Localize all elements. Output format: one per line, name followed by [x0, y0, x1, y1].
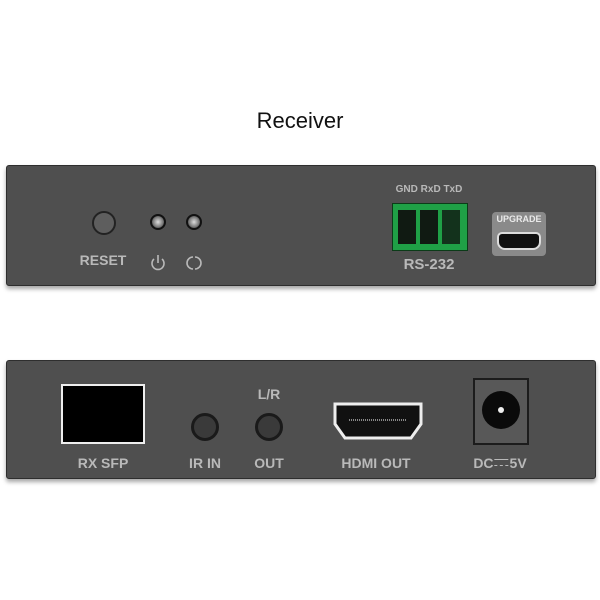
reset-button[interactable] — [92, 211, 116, 235]
dc-label: DC 5V — [473, 455, 526, 471]
lr-label: L/R — [257, 386, 281, 402]
dc-jack-pin — [498, 407, 504, 413]
power-icon — [151, 255, 165, 271]
dc-jack-hole — [482, 391, 520, 429]
upgrade-port-frame: UPGRADE — [492, 212, 546, 256]
micro-usb-port[interactable] — [497, 232, 541, 250]
terminal-slot — [398, 210, 416, 244]
dc-voltage: 5V — [509, 455, 527, 471]
reset-label: RESET — [79, 252, 127, 268]
ir-in-label: IR IN — [189, 455, 221, 471]
terminal-slot — [420, 210, 438, 244]
receiver-front-panel: RESET GND RxD TxD RS-232 UPGRADE — [6, 165, 596, 286]
power-led — [150, 214, 166, 230]
dc-power-jack[interactable] — [473, 378, 529, 445]
page-title: Receiver — [256, 108, 344, 133]
rs232-label: RS-232 — [403, 256, 455, 273]
link-led — [186, 214, 202, 230]
upgrade-label: UPGRADE — [496, 214, 542, 224]
rx-sfp-label: RX SFP — [77, 455, 129, 471]
rx-sfp-port[interactable] — [61, 384, 145, 444]
rs232-terminal-block[interactable] — [392, 203, 468, 251]
hdmi-out-label: HDMI OUT — [341, 455, 411, 471]
ir-in-jack[interactable] — [191, 413, 219, 441]
audio-out-jack[interactable] — [255, 413, 283, 441]
dc-symbol-icon — [494, 459, 509, 466]
receiver-rear-panel: RX SFP IR IN L/R OUT HDMI OUT DC 5V — [6, 360, 596, 479]
link-circle-icon — [186, 256, 202, 270]
out-label: OUT — [254, 455, 284, 471]
dc-text: DC — [473, 455, 494, 471]
terminal-slot — [442, 210, 460, 244]
hdmi-out-port[interactable] — [333, 402, 423, 442]
rs232-pin-labels: GND RxD TxD — [395, 184, 463, 195]
